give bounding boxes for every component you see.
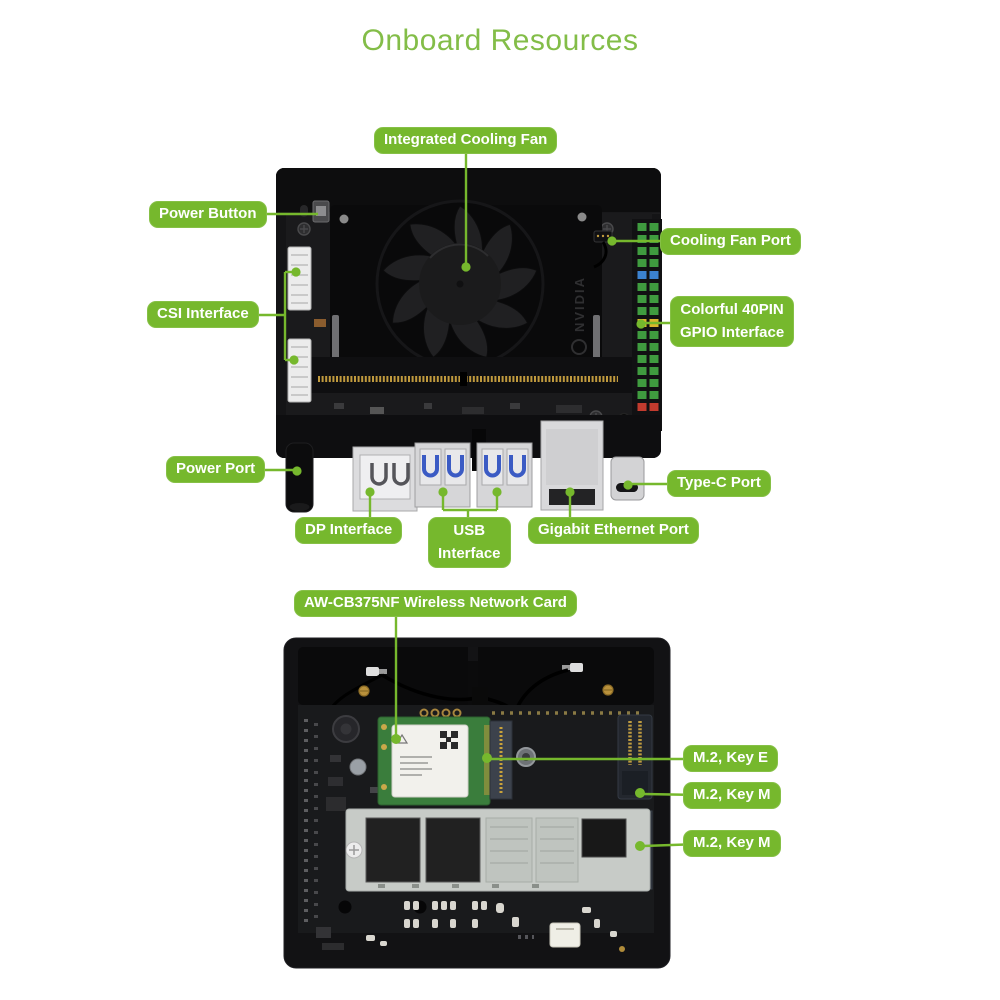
standoff-screw [516, 747, 536, 767]
smd-component [314, 319, 326, 327]
dp-port [352, 446, 418, 512]
bottom-board-photo [283, 637, 671, 969]
label-cooling-fan-port: Cooling Fan Port [660, 228, 801, 255]
label-dp-interface: DP Interface [295, 517, 403, 544]
ssd-controller-chip [581, 818, 627, 858]
wifi-module-label [391, 724, 469, 798]
antenna-connector-right [562, 663, 583, 672]
label-gpio-line2: GPIO Interface [680, 323, 785, 341]
gold-screws [358, 684, 614, 697]
label-usb-line1: USB [453, 522, 486, 539]
csi-connector-1 [287, 246, 312, 311]
usb-ports-2 [476, 442, 533, 508]
label-integrated-cooling-fan: Integrated Cooling Fan [374, 127, 558, 154]
top-board-photo: NVIDIA [276, 168, 662, 513]
label-usb-interface: USB Interface [428, 517, 511, 568]
bottom-connector [549, 922, 581, 948]
power-jack [285, 442, 314, 513]
label-m2-key-m-1: M.2, Key M [683, 782, 781, 809]
label-gigabit-ethernet-port: Gigabit Ethernet Port [528, 517, 699, 544]
label-m2-key-m-2: M.2, Key M [683, 830, 781, 857]
label-csi-interface: CSI Interface [147, 301, 259, 328]
usb-ports-1 [414, 442, 471, 508]
qr-code [440, 731, 458, 749]
label-power-port: Power Port [166, 456, 266, 483]
label-print-lines [400, 756, 432, 776]
typec-port [610, 456, 645, 501]
svg-text:NVIDIA: NVIDIA [572, 276, 587, 332]
label-gpio-interface: Colorful 40PIN GPIO Interface [670, 296, 795, 347]
left-pad-column [304, 719, 318, 925]
label-type-c-port: Type-C Port [667, 470, 771, 497]
nvidia-logo: NVIDIA [571, 276, 587, 355]
label-gpio-line1: Colorful 40PIN [680, 301, 784, 318]
bottom-pads [316, 900, 625, 952]
power-components [326, 715, 379, 811]
ethernet-port [540, 420, 604, 511]
gpio-header [632, 219, 662, 431]
wireless-card [377, 716, 491, 806]
cooling-fan [375, 199, 545, 369]
label-usb-line2: Interface [438, 544, 501, 562]
ssd-card [345, 808, 653, 892]
csi-connector-2 [287, 338, 312, 403]
sodimm-slot [294, 357, 642, 393]
m2-key-m-socket-upper [617, 714, 653, 800]
m2-key-e-connector [484, 720, 513, 800]
label-power-button: Power Button [149, 201, 267, 228]
antenna-connector-left [366, 667, 387, 676]
label-wireless-network-card: AW-CB375NF Wireless Network Card [294, 590, 577, 617]
antenna-bay [298, 647, 654, 705]
page-title: Onboard Resources [361, 24, 639, 57]
label-m2-key-e: M.2, Key E [683, 745, 779, 772]
